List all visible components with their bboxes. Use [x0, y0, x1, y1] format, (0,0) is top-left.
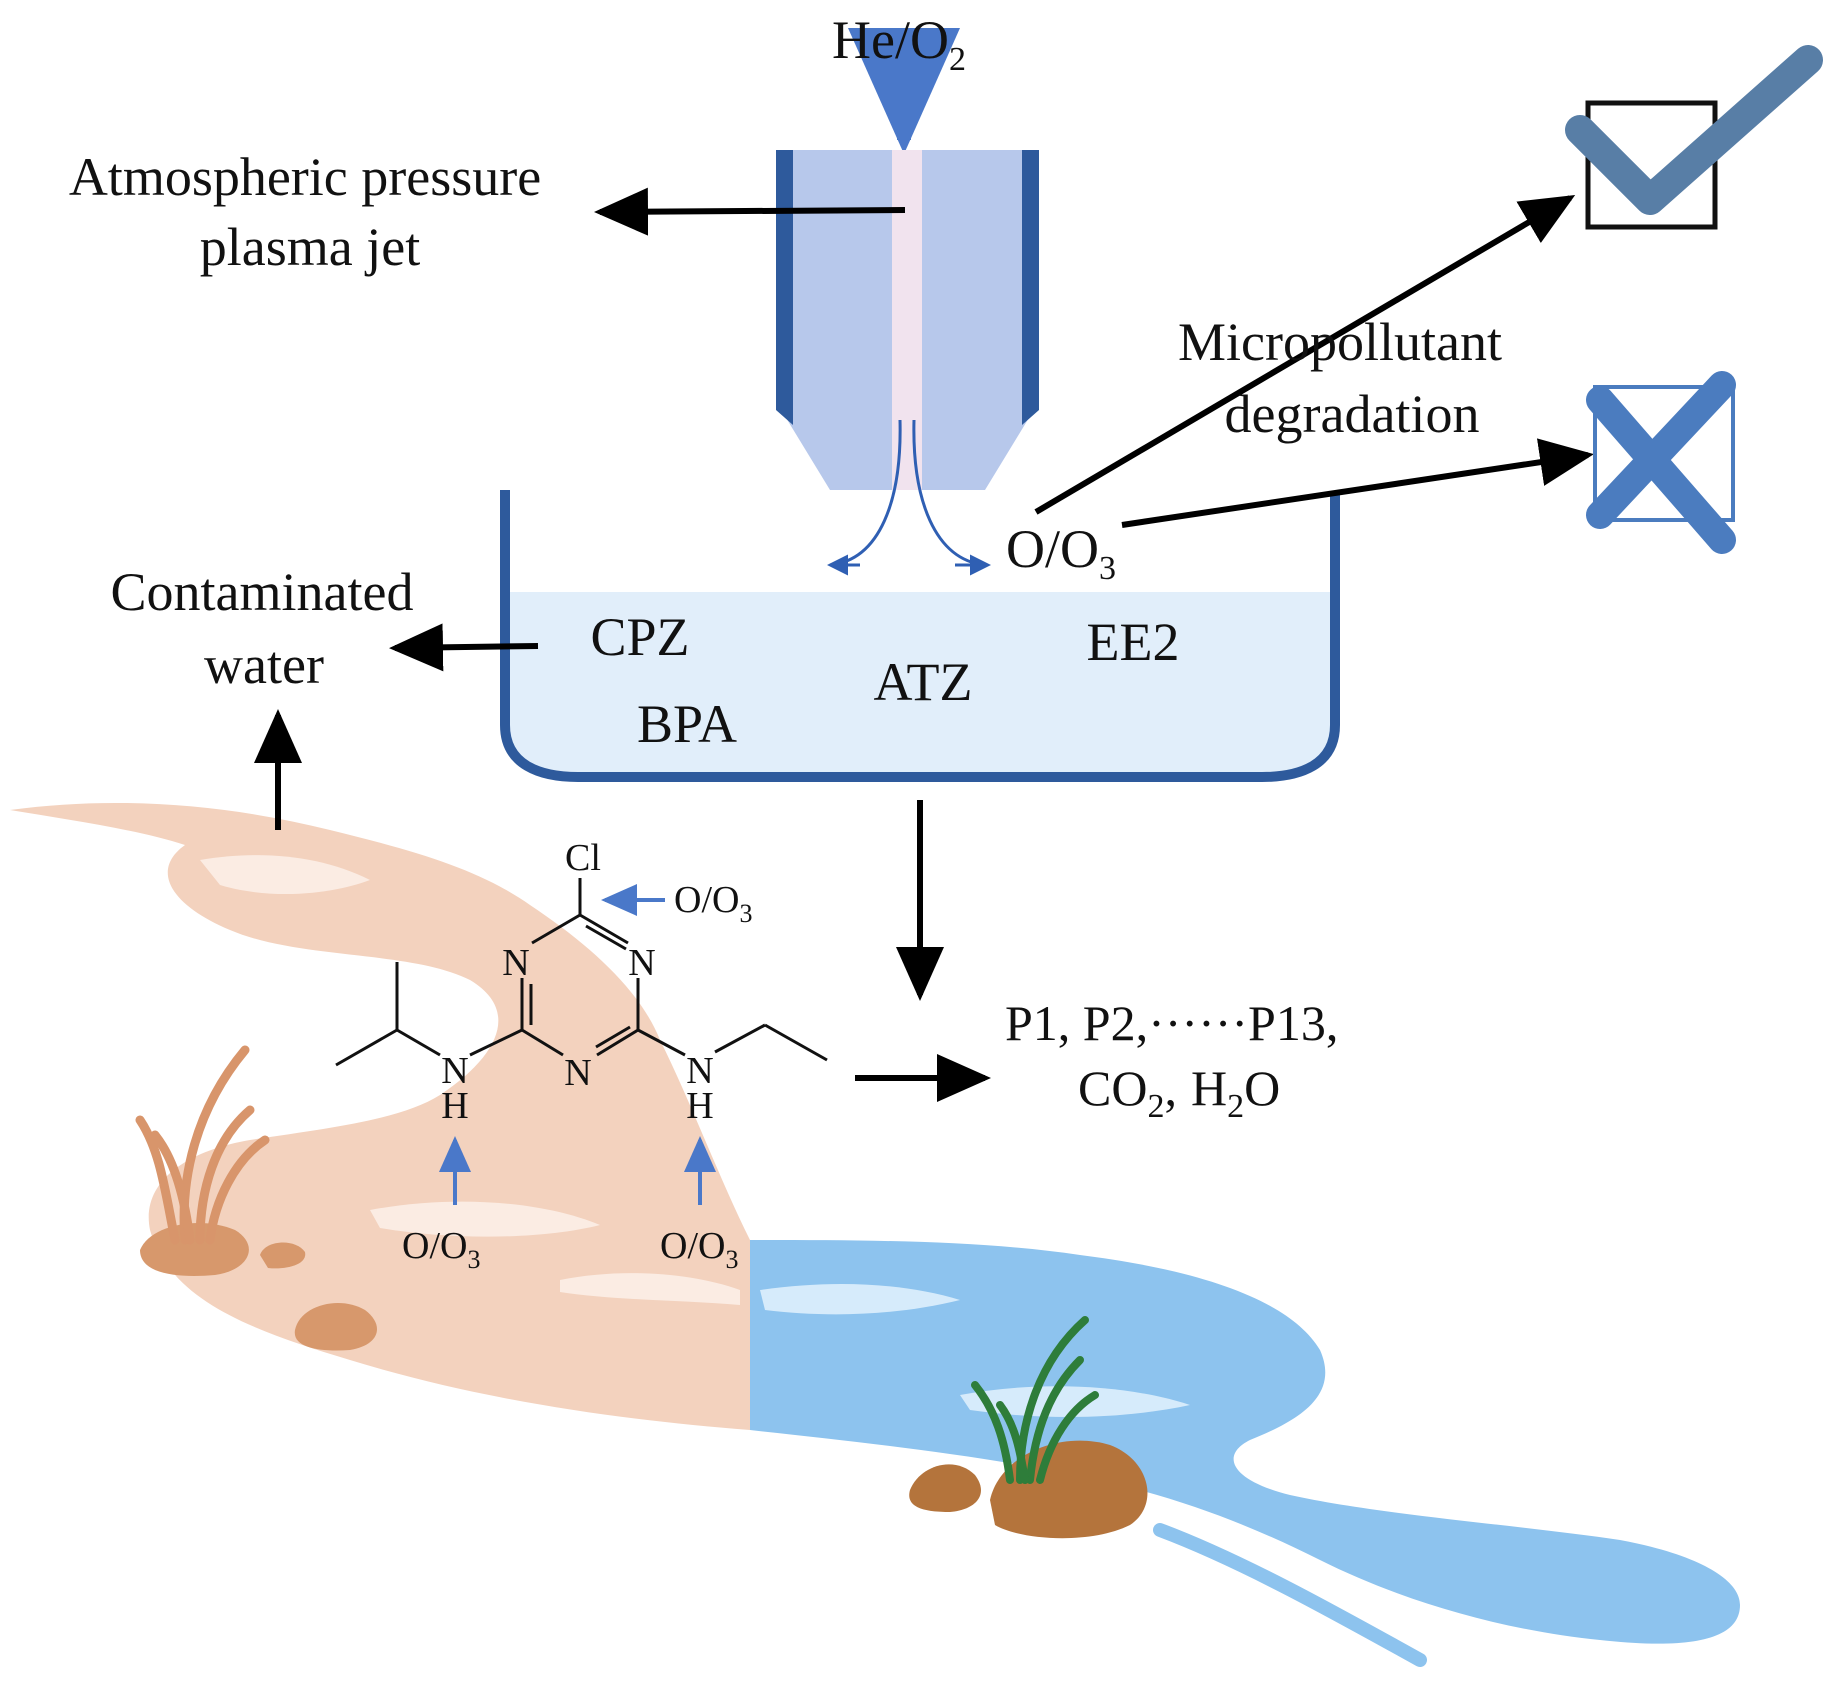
- contaminated-water-label-line1: Contaminated: [111, 562, 414, 622]
- reactor-vessel: [500, 490, 1340, 782]
- arrow-to-cross: [1121, 438, 1594, 528]
- polluted-river-highlight: [370, 1201, 600, 1237]
- arrow-to-check: [1034, 194, 1576, 515]
- arrow-to-jet-label: [594, 187, 906, 236]
- degradation-label-line2: degradation: [1225, 384, 1480, 444]
- cross-icon: [1586, 371, 1736, 554]
- green-grass: [971, 1316, 1099, 1484]
- rock: [260, 1242, 306, 1269]
- rock: [294, 1302, 377, 1351]
- atom-n-bottom: N: [564, 1052, 591, 1094]
- gas-input-label: He/O2: [832, 10, 966, 78]
- reactive-species-label: O/O3: [1006, 519, 1116, 587]
- check-box: [1585, 100, 1718, 230]
- pollutant-ee2: EE2: [1087, 612, 1180, 672]
- degradation-label-line1: Micropollutant: [1178, 312, 1502, 372]
- vessel-outline: [500, 490, 1340, 782]
- jet-wall-left: [776, 150, 793, 425]
- jet-wall-right: [1022, 150, 1039, 425]
- atom-cl: Cl: [565, 837, 601, 879]
- polluted-river-highlight: [200, 855, 370, 895]
- products-line2: CO2,H2O: [1078, 1060, 1280, 1125]
- check-mark: [1565, 45, 1823, 215]
- water-fill: [510, 592, 1330, 775]
- plasma-jet: [776, 28, 1039, 576]
- clean-river: [750, 1240, 1740, 1644]
- dry-grass: [135, 1045, 270, 1245]
- cross-mark: [1586, 371, 1736, 554]
- rock: [909, 1464, 981, 1512]
- pollutant-bpa: BPA: [637, 694, 737, 754]
- attack-label-right: O/O3: [660, 1225, 738, 1274]
- contaminated-water-label-line2: water: [204, 635, 324, 695]
- pollutant-cpz: CPZ: [590, 607, 689, 667]
- atom-n-top-left: N: [502, 942, 529, 984]
- polluted-river-highlight: [560, 1273, 740, 1305]
- clean-river-highlight: [960, 1386, 1190, 1417]
- rock: [140, 1222, 249, 1276]
- atom-nh-right: N: [686, 1050, 713, 1092]
- atom-h-left: H: [441, 1085, 468, 1127]
- attack-label-cl: O/O3: [674, 879, 752, 928]
- pollutant-atz: ATZ: [874, 652, 973, 712]
- atom-nh-left: N: [441, 1050, 468, 1092]
- check-icon: [1565, 45, 1823, 230]
- flow-arrows: [254, 187, 1594, 1102]
- atom-n-top-right: N: [628, 942, 655, 984]
- polluted-river: [10, 802, 750, 1430]
- river-landscape: [10, 802, 1740, 1667]
- jet-core: [892, 150, 922, 490]
- cross-box: [1593, 385, 1735, 522]
- plasma-jet-label-line2: plasma jet: [200, 217, 420, 277]
- molecule-bonds: [335, 878, 828, 1067]
- clean-river-highlight: [760, 1284, 960, 1315]
- atrazine-molecule: Cl N N N N H N H O/O3 O/O3 O/O3: [335, 837, 828, 1274]
- attack-label-left: O/O3: [402, 1225, 480, 1274]
- clean-river-stream: [1153, 1523, 1427, 1667]
- atom-h-right: H: [686, 1085, 713, 1127]
- arrow-to-water-label: [389, 623, 539, 672]
- plasma-jet-label-line1: Atmospheric pressure: [69, 147, 541, 207]
- products-line1: P1, P2,······P13,: [1005, 995, 1338, 1051]
